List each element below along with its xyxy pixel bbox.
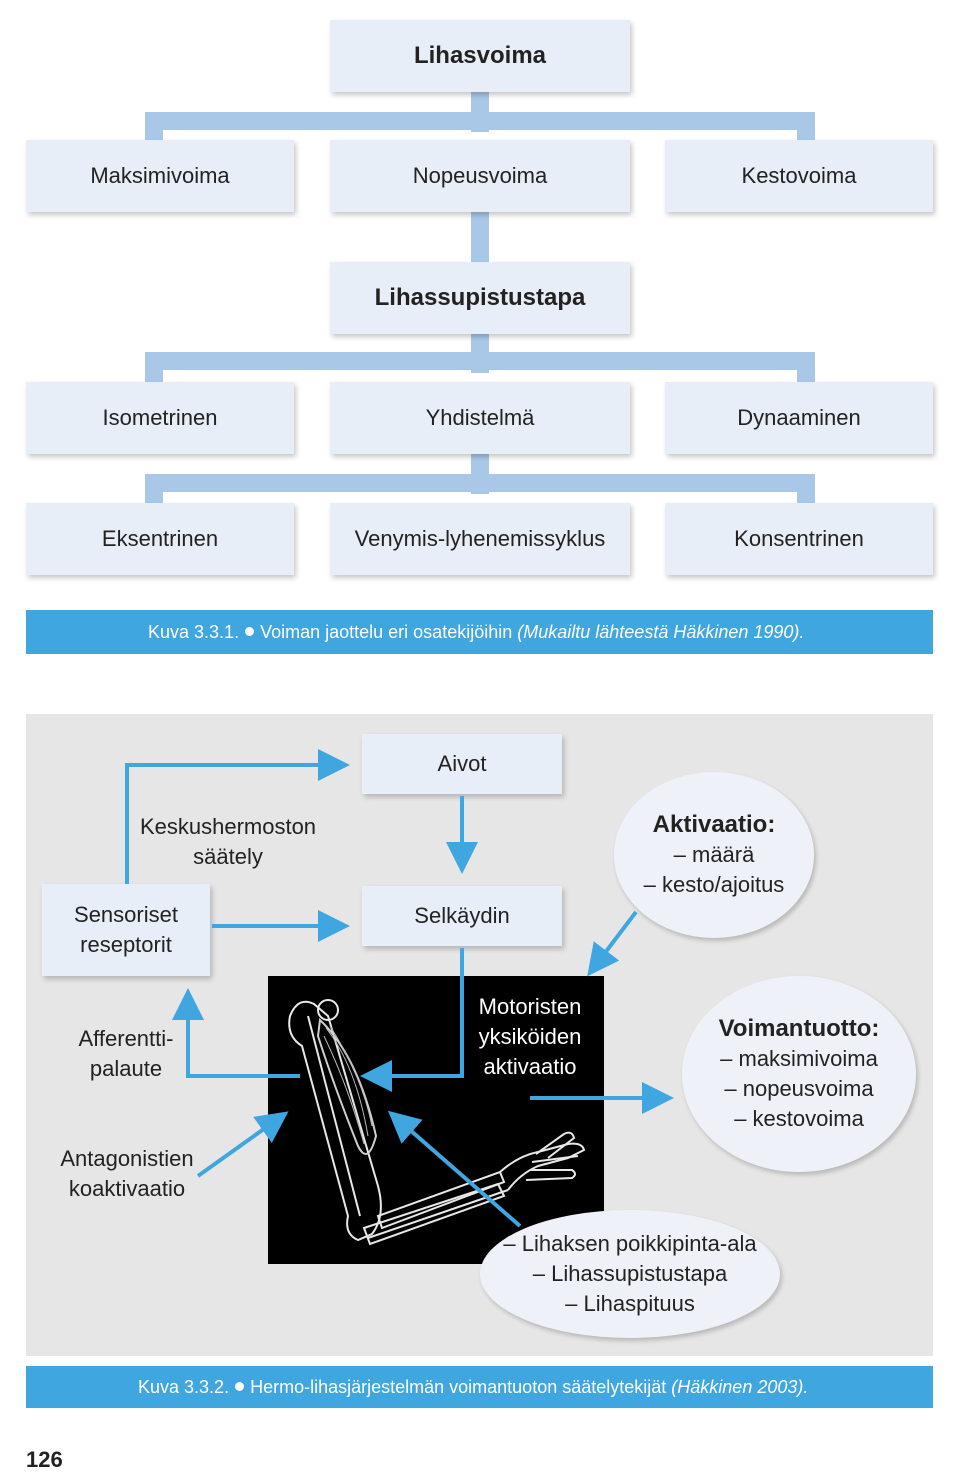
antagonistien-line2: koaktivaatio [68,1176,186,1201]
caption-source: (Häkkinen 2003). [671,1376,809,1397]
aktivaatio-item: – kesto/ajoitus [643,872,785,897]
voimantuotto-item: – maksimivoima [720,1046,878,1071]
ellipse-aktivaatio: Aktivaatio: – määrä – kesto/ajoitus [614,772,814,938]
connector [471,212,489,264]
figure1-caption: Kuva 3.3.1. Voiman jaottelu eri osatekij… [26,610,933,654]
afferentti-line1: Afferentti- [78,1026,174,1051]
node-selkaydin: Selkäydin [362,886,562,946]
node-lihasvoima: Lihasvoima [330,20,630,92]
node-venymis-lyhenemissyklus: Venymis-lyhenemissyklus [330,503,630,575]
sensoriset-line2: reseptorit [80,932,172,957]
keskushermoston-line1: Keskushermoston [139,814,317,839]
label-afferentti-palaute: Afferentti- palaute [66,1024,186,1084]
antagonistien-line1: Antagonistien [60,1146,194,1171]
caption-label: Kuva 3.3.2. [138,1376,230,1397]
aktivaatio-title: Aktivaatio: [652,811,776,838]
connector [145,474,163,504]
connector [145,112,815,130]
connector [797,352,815,382]
lihas-item: – Lihaksen poikkipinta-ala [503,1231,757,1256]
node-aivot: Aivot [362,734,562,794]
keskushermoston-line2: säätely [193,844,263,869]
node-isometrinen: Isometrinen [26,382,294,454]
connector [145,474,815,492]
sensoriset-line1: Sensoriset [74,902,178,927]
node-nopeusvoima: Nopeusvoima [330,140,630,212]
connector [145,352,815,370]
figure2-caption: Kuva 3.3.2. Hermo-lihasjärjestelmän voim… [26,1366,933,1408]
bullet-icon [235,1381,245,1391]
label-keskushermoston-saately: Keskushermoston säätely [138,812,318,872]
label-antagonistien-koaktivaatio: Antagonistien koaktivaatio [52,1144,202,1204]
bullet-icon [245,626,255,636]
node-konsentrinen: Konsentrinen [665,503,933,575]
lihas-item: – Lihaspituus [565,1291,695,1316]
caption-label: Kuva 3.3.1. [148,621,240,642]
node-lihassupistustapa: Lihassupistustapa [330,262,630,334]
lihas-item: – Lihassupistustapa [532,1261,728,1286]
voimantuotto-item: – kestovoima [734,1106,864,1131]
motoriset-line1: Motoristen [478,994,582,1019]
caption-text: Voiman jaottelu eri osatekijöihin [260,621,513,642]
connector [145,112,163,142]
ellipse-voimantuotto: Voimantuotto: – maksimivoima – nopeusvoi… [682,976,916,1172]
node-eksentrinen: Eksentrinen [26,503,294,575]
page-number: 126 [26,1447,63,1472]
voimantuotto-item: – nopeusvoima [724,1076,874,1101]
node-dynaaminen: Dynaaminen [665,382,933,454]
caption-text: Hermo-lihasjärjestelmän voimantuoton sää… [250,1376,667,1397]
ellipse-lihas-tekijat: – Lihaksen poikkipinta-ala – Lihassupist… [480,1210,780,1338]
motoriset-line2: yksiköiden [478,1024,582,1049]
aktivaatio-item: – määrä [673,842,755,867]
connector [797,474,815,504]
node-kestovoima: Kestovoima [665,140,933,212]
connector [797,112,815,142]
node-sensoriset-reseptorit: Sensoriset reseptorit [42,884,210,976]
node-yhdistelma: Yhdistelmä [330,382,630,454]
voimantuotto-title: Voimantuotto: [718,1015,880,1042]
node-maksimivoima: Maksimivoima [26,140,294,212]
caption-source: (Mukailtu lähteestä Häkkinen 1990). [517,621,805,642]
motoriset-line3: aktivaatio [483,1054,577,1079]
connector [145,352,163,382]
afferentti-line2: palaute [89,1056,163,1081]
label-motoristen-yksikoiden-aktivaatio: Motoristen yksiköiden aktivaatio [450,992,610,1082]
